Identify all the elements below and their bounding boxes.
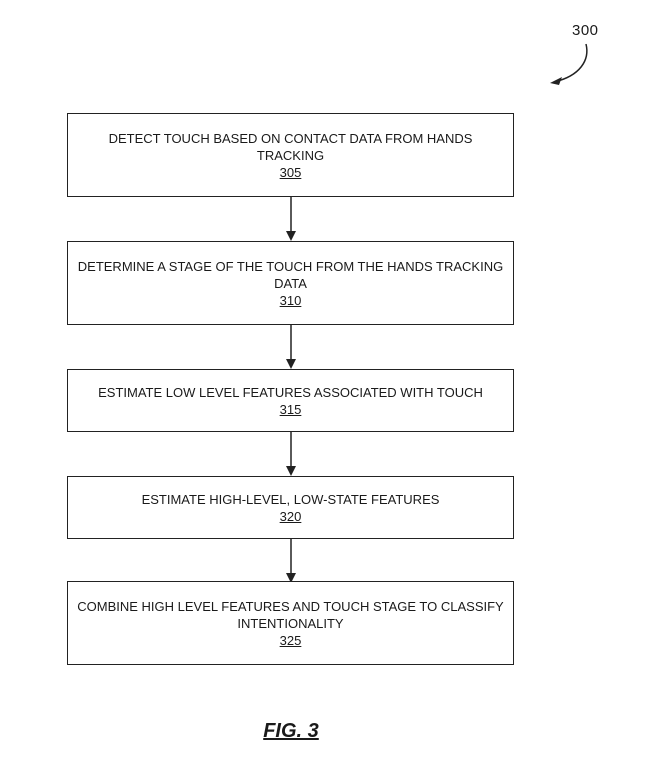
step-text: DETECT TOUCH BASED ON CONTACT DATA FROM … — [108, 130, 473, 163]
step-ref-number: 325 — [279, 632, 302, 648]
step-box-315: ESTIMATE LOW LEVEL FEATURES ASSOCIATED W… — [67, 369, 514, 432]
step-text: ESTIMATE LOW LEVEL FEATURES ASSOCIATED W… — [98, 384, 483, 400]
arrow-down-icon — [286, 539, 296, 583]
arrow-down-icon — [286, 432, 296, 476]
arrow-down-icon — [286, 197, 296, 241]
figure-label: FIG. 3 — [263, 720, 319, 742]
step-box-305: DETECT TOUCH BASED ON CONTACT DATA FROM … — [67, 113, 514, 197]
step-box-310: DETERMINE A STAGE OF THE TOUCH FROM THE … — [67, 241, 514, 325]
step-text: ESTIMATE HIGH-LEVEL, LOW-STATE FEATURES — [141, 491, 440, 507]
step-ref-number: 320 — [279, 508, 302, 524]
arrow-down-icon — [286, 325, 296, 369]
step-box-320: ESTIMATE HIGH-LEVEL, LOW-STATE FEATURES … — [67, 476, 514, 539]
step-ref-number: 310 — [279, 292, 302, 308]
step-ref-number: 305 — [279, 164, 302, 180]
step-ref-number: 315 — [279, 401, 302, 417]
step-text: DETERMINE A STAGE OF THE TOUCH FROM THE … — [77, 258, 504, 291]
step-box-325: COMBINE HIGH LEVEL FEATURES AND TOUCH ST… — [67, 581, 514, 665]
reference-arrow-icon — [550, 43, 588, 85]
reference-number: 300 — [572, 22, 599, 39]
step-text: COMBINE HIGH LEVEL FEATURES AND TOUCH ST… — [77, 598, 504, 631]
